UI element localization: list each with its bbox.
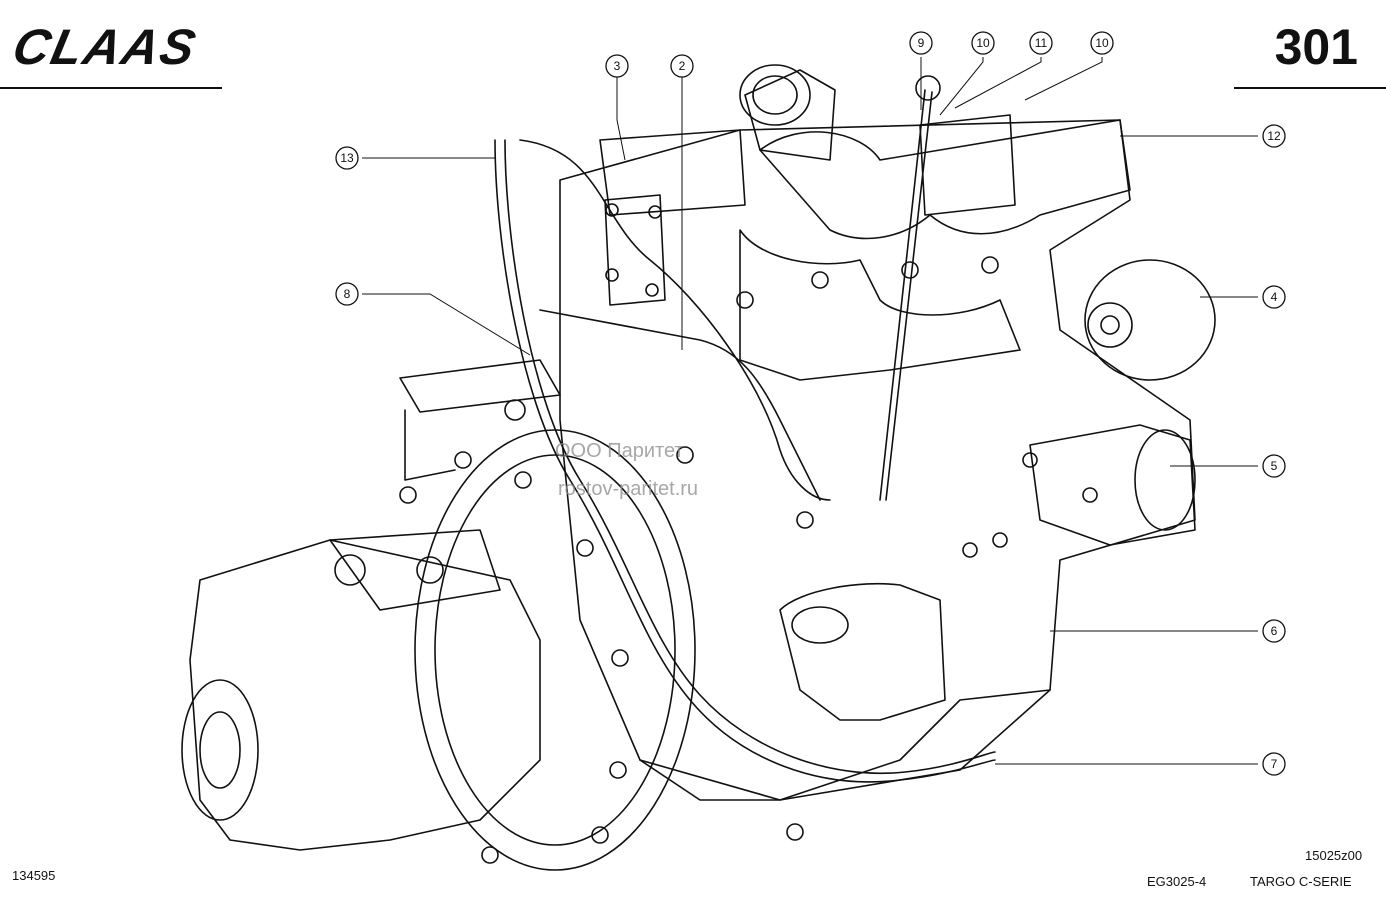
series-label: TARGO C-SERIE bbox=[1250, 874, 1352, 889]
pump-drive-hub bbox=[199, 711, 241, 789]
callout-label: 7 bbox=[1271, 757, 1278, 771]
turbo-outlet bbox=[739, 64, 811, 126]
dipstick-tube bbox=[879, 89, 926, 501]
flywheel-housing-inner bbox=[434, 454, 676, 846]
alternator-hub bbox=[1100, 315, 1120, 335]
starter-nose bbox=[791, 606, 849, 644]
bolts bbox=[399, 203, 1098, 864]
turbo-outlet-inner bbox=[752, 75, 798, 115]
leader-lines bbox=[362, 57, 1258, 765]
engine-block bbox=[559, 119, 1196, 801]
pump-port bbox=[334, 554, 366, 586]
callout-label: 12 bbox=[1267, 129, 1281, 143]
exhaust-manifold bbox=[759, 119, 1131, 240]
pump-control-block bbox=[329, 529, 501, 611]
rocker-cover bbox=[599, 129, 746, 216]
callout-circles bbox=[335, 31, 1286, 776]
callout-label: 8 bbox=[344, 287, 351, 301]
hose-top bbox=[519, 139, 831, 501]
callout-label: 3 bbox=[614, 59, 621, 73]
pump-drive-flange bbox=[181, 679, 259, 821]
hose-left-1 bbox=[494, 139, 996, 783]
callout-label: 11 bbox=[1035, 36, 1048, 50]
header-rule-right bbox=[1234, 87, 1386, 89]
callout-label: 6 bbox=[1271, 624, 1278, 638]
hydraulic-pump-right bbox=[1029, 424, 1196, 546]
page-number: 301 bbox=[1274, 19, 1358, 75]
header-rule-left bbox=[0, 87, 222, 89]
callout-label: 10 bbox=[1095, 36, 1109, 50]
image-number: 134595 bbox=[12, 868, 56, 883]
watermark-company: ООО Паритет bbox=[555, 440, 684, 462]
drawing-code: 15025z00 bbox=[1305, 848, 1363, 863]
turbo-housing bbox=[744, 69, 836, 161]
callout-label: 10 bbox=[976, 36, 990, 50]
hydrostatic-pump bbox=[189, 539, 541, 851]
valve-cover bbox=[919, 114, 1016, 216]
dipstick-tube-2 bbox=[885, 91, 933, 501]
starter-motor bbox=[779, 582, 946, 721]
callout-label: 2 bbox=[679, 59, 686, 73]
oil-pan bbox=[639, 689, 1051, 801]
callout-label: 5 bbox=[1271, 459, 1278, 473]
hose-left-2 bbox=[504, 139, 996, 775]
alternator-pulley bbox=[1087, 302, 1133, 348]
doc-ref: EG3025-4 bbox=[1147, 874, 1207, 889]
callout-label: 13 bbox=[340, 151, 354, 165]
dipstick-handle bbox=[915, 75, 941, 101]
hose-mid bbox=[539, 309, 821, 501]
watermark-url: rostov-paritet.ru bbox=[558, 478, 699, 500]
callout-label: 9 bbox=[918, 36, 925, 50]
callout-label: 4 bbox=[1271, 290, 1278, 304]
intake-manifold bbox=[739, 229, 1021, 381]
pump-port-2 bbox=[416, 556, 444, 584]
alternator bbox=[1084, 259, 1216, 381]
frame-rail-lower bbox=[404, 409, 456, 481]
pump-right-flange bbox=[1134, 429, 1196, 531]
